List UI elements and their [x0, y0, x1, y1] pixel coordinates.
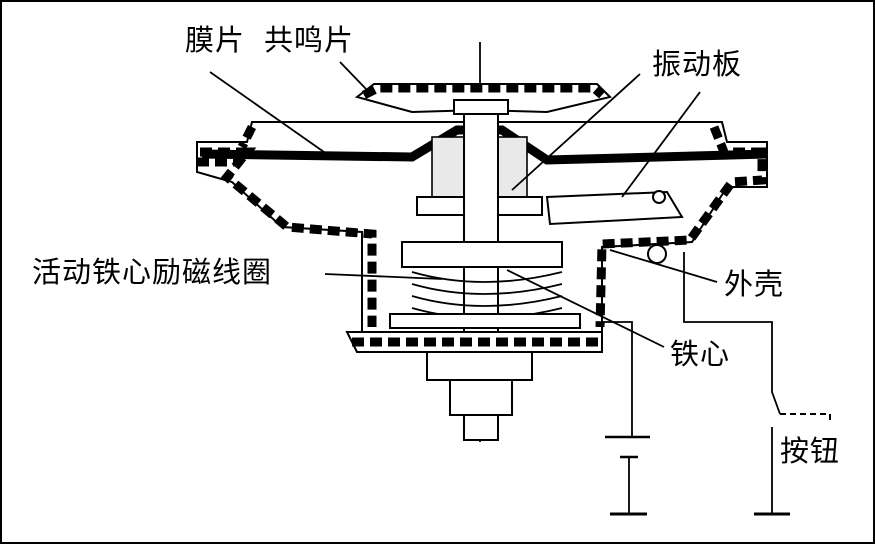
resonator-hatch	[361, 83, 605, 100]
stud-head	[453, 99, 509, 115]
mount-plate	[345, 331, 603, 353]
coil-top-plate	[401, 241, 563, 268]
label-shell: 外壳	[724, 267, 785, 301]
leader-iron-core	[506, 269, 665, 348]
leader-diaphragm	[209, 71, 325, 153]
contact-point	[652, 190, 666, 204]
wire-left	[602, 321, 633, 437]
rim-hatch-left	[237, 124, 257, 150]
label-button: 按钮	[780, 434, 841, 468]
lock-nut	[426, 351, 533, 381]
leader-coil	[324, 273, 443, 280]
wire-right	[683, 252, 781, 415]
button-switch	[780, 413, 831, 420]
label-diaphragm: 膜片	[185, 23, 246, 57]
label-vibration-plate: 振动板	[652, 47, 743, 81]
label-iron-core: 铁心	[670, 337, 731, 371]
coil-base-plate	[389, 313, 581, 329]
label-coil: 活动铁心励磁线圈	[32, 255, 273, 289]
leader-shell	[609, 249, 718, 283]
coil-windings	[411, 271, 563, 319]
label-resonator: 共鸣片	[264, 23, 355, 57]
leader-vibration-plate-2	[621, 91, 701, 198]
contact-arm	[545, 190, 684, 226]
terminal	[647, 244, 667, 264]
adjust-nut	[449, 379, 513, 416]
leader-vibration-plate	[511, 73, 641, 191]
leader-resonator	[339, 61, 368, 91]
